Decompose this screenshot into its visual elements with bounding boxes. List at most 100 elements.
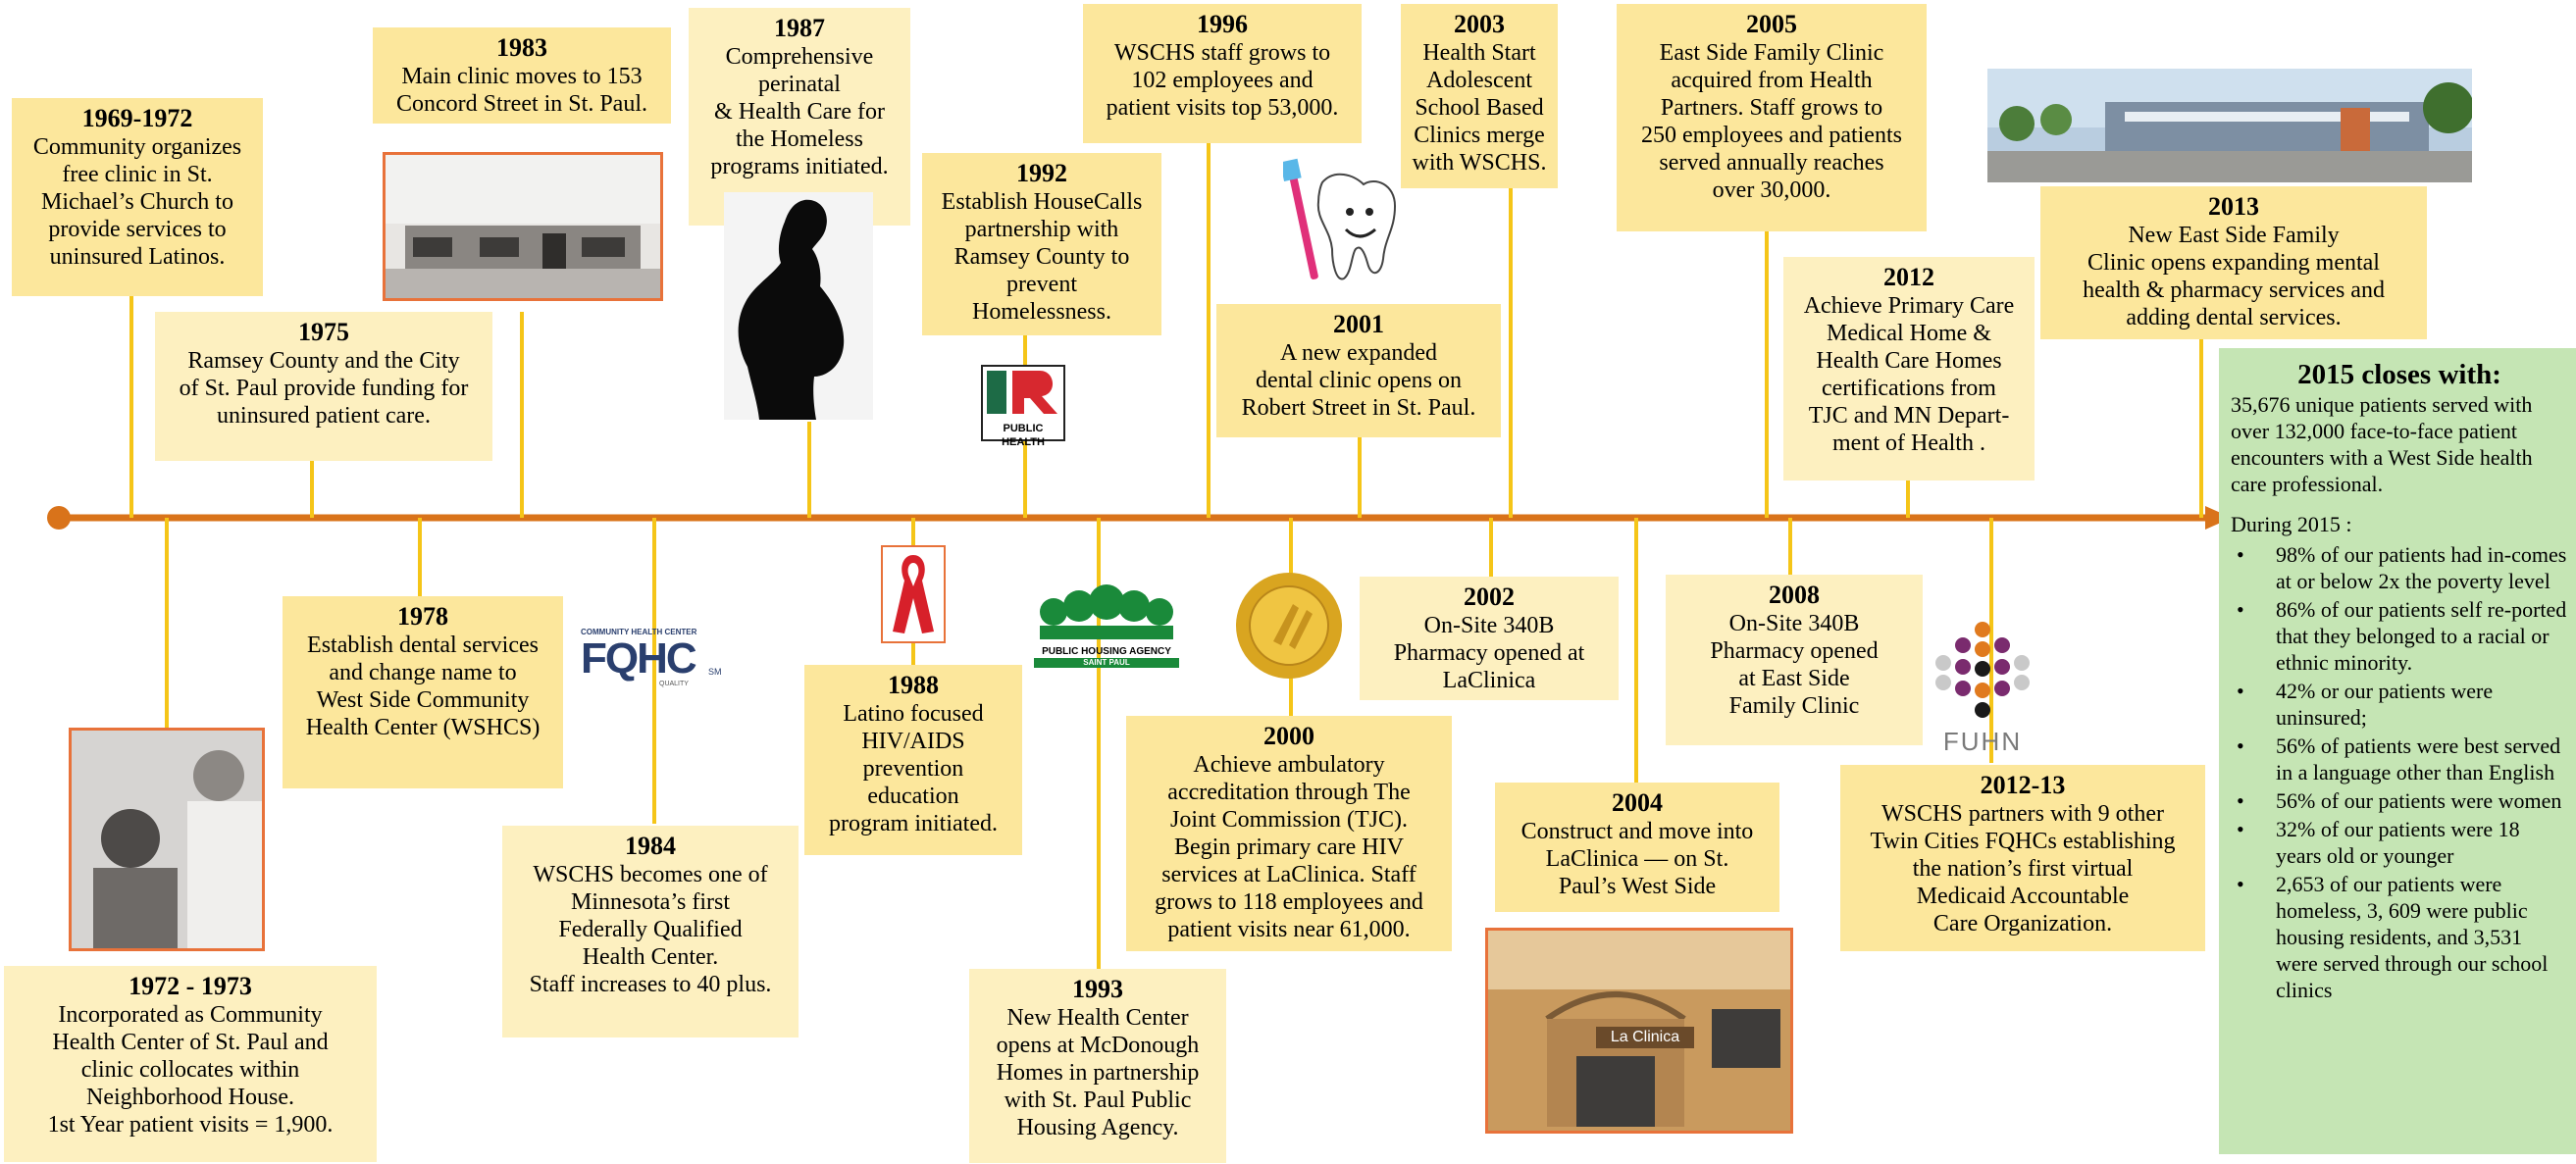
event-2012: 2012 Achieve Primary Care Medical Home &… (1783, 257, 2035, 481)
event-1983: 1983 Main clinic moves to 153 Concord St… (373, 27, 671, 124)
event-text: Community organizes free clinic in St. M… (32, 134, 242, 270)
silhouette-icon (738, 199, 845, 420)
connector-2002 (1489, 518, 1493, 579)
event-text: Achieve ambulatory accreditation through… (1155, 752, 1423, 942)
fqhc-logo: COMMUNITY HEALTH CENTER FQHC SM QUALITY (581, 628, 726, 690)
event-text: On-Site 340B Pharmacy opened at East Sid… (1710, 611, 1879, 719)
connector-1972 (165, 518, 169, 729)
summary-2015-panel: 2015 closes with: 35,676 unique patients… (2219, 348, 2576, 1154)
connector-2004 (1634, 518, 1638, 783)
gold-seal-icon (1236, 573, 1342, 679)
tooth-toothbrush-icon (1279, 158, 1397, 280)
event-year: 1992 (1016, 159, 1067, 187)
event-year: 1975 (298, 318, 349, 346)
connector-2008 (1788, 518, 1792, 579)
event-year: 2012 (1883, 263, 1934, 291)
event-text: Health Start Adolescent School Based Cli… (1412, 40, 1547, 176)
connector-2003 (1509, 186, 1513, 518)
event-text: A new expanded dental clinic opens on Ro… (1241, 340, 1476, 421)
fqhc-top-label: COMMUNITY HEALTH CENTER (581, 628, 697, 636)
connector-2005 (1765, 230, 1769, 518)
housing-agency-label: PUBLIC HOUSING AGENCY (1042, 646, 1171, 657)
event-text: Ramsey County and the City of St. Paul p… (179, 348, 469, 429)
timeline-start-dot (47, 506, 71, 530)
event-year: 1969-1972 (81, 104, 193, 132)
summary-heading: 2015 closes with: (2297, 359, 2501, 390)
event-2000: 2000 Achieve ambulatory accreditation th… (1126, 716, 1452, 951)
event-1992: 1992 Establish HouseCalls partnership wi… (922, 153, 1161, 335)
event-2002: 2002 On-Site 340B Pharmacy opened at LaC… (1360, 577, 1619, 700)
event-text: Establish dental services and change nam… (305, 633, 541, 740)
event-text: Establish HouseCalls partnership with Ra… (941, 189, 1143, 325)
timeline-arrowhead (2205, 506, 2232, 530)
laclinica-sign: La Clinica (1596, 1027, 1694, 1048)
connector-1996 (1207, 142, 1211, 518)
event-year: 1993 (1072, 975, 1123, 1003)
summary-bullet-list: 98% of our patients had in-comes at or b… (2231, 541, 2568, 1003)
event-text: New East Side Family Clinic opens expand… (2083, 223, 2385, 330)
event-year: 2001 (1333, 310, 1384, 338)
event-1984: 1984 WSCHS becomes one of Minnesota’s fi… (502, 826, 799, 1037)
fqhc-letters: FQHC (581, 634, 697, 683)
event-2013: 2013 New East Side Family Clinic opens e… (2040, 186, 2427, 339)
vintage-photo-illustration (72, 731, 262, 948)
event-year: 1978 (397, 602, 448, 631)
event-text: Comprehensive perinatal & Health Care fo… (710, 44, 889, 179)
event-year: 2002 (1464, 582, 1515, 611)
pregnant-woman-silhouette-image (724, 192, 873, 420)
saint-paul-label: SAINT PAUL (1034, 658, 1179, 668)
event-1996: 1996 WSCHS staff grows to 102 employees … (1083, 4, 1362, 143)
connector-1987 (807, 422, 811, 518)
summary-bullet: 98% of our patients had in-comes at or b… (2237, 541, 2568, 594)
public-health-label: PUBLIC HEALTH (1002, 423, 1045, 448)
housing-trees-icon (1040, 584, 1173, 639)
event-year: 2000 (1263, 722, 1314, 750)
summary-bullet: 56% of our patients were women (2237, 787, 2568, 814)
event-year: 1972 - 1973 (129, 972, 252, 1000)
laclinica-building-photo: La Clinica (1485, 928, 1793, 1134)
fqhc-sm-mark: SM (708, 667, 722, 677)
summary-bullet: 32% of our patients were 18 years old or… (2237, 816, 2568, 869)
concord-street-clinic-photo (383, 152, 663, 301)
event-1978: 1978 Establish dental services and chang… (283, 596, 563, 788)
connector-1993 (1097, 518, 1101, 969)
laclinica-building-illustration (1488, 931, 1790, 1131)
event-2004: 2004 Construct and move into LaClinica —… (1495, 783, 1779, 912)
event-text: WSCHS staff grows to 102 employees and p… (1106, 40, 1339, 121)
event-1988: 1988 Latino focused HIV/AIDS prevention … (804, 665, 1022, 855)
event-1993: 1993 New Health Center opens at McDonoug… (969, 969, 1226, 1163)
fuhn-logo: FUHN (1929, 620, 2036, 757)
event-1975: 1975 Ramsey County and the City of St. P… (155, 312, 492, 461)
event-1987: 1987 Comprehensive perinatal & Health Ca… (689, 8, 910, 226)
event-text: East Side Family Clinic acquired from He… (1641, 40, 1902, 203)
connector-2012 (1906, 481, 1910, 518)
event-2012-13: 2012-13 WSCHS partners with 9 other Twin… (1840, 765, 2205, 951)
event-year: 2003 (1454, 10, 1505, 38)
connector-1983 (520, 312, 524, 518)
connector-2013 (2199, 338, 2203, 518)
connector-1984 (652, 518, 656, 824)
event-year: 2008 (1769, 581, 1820, 609)
event-year: 1987 (774, 14, 825, 42)
event-text: Main clinic moves to 153 Concord Street … (396, 64, 647, 117)
event-1969-1972: 1969-1972 Community organizes free clini… (12, 98, 263, 296)
event-2005: 2005 East Side Family Clinic acquired fr… (1617, 4, 1927, 231)
event-2003: 2003 Health Start Adolescent School Base… (1401, 4, 1558, 188)
ramsey-county-icon (987, 371, 1057, 414)
event-text: New Health Center opens at McDonough Hom… (996, 1005, 1200, 1140)
event-text: Latino focused HIV/AIDS prevention educa… (829, 701, 998, 836)
fqhc-quality-label: QUALITY (659, 681, 689, 687)
modern-clinic-illustration (1987, 69, 2472, 182)
event-year: 1984 (625, 832, 676, 860)
event-text: WSCHS becomes one of Minnesota’s first F… (529, 862, 772, 997)
event-text: Construct and move into LaClinica — on S… (1520, 819, 1754, 899)
tooth-mascot-image (1279, 155, 1405, 286)
event-2008: 2008 On-Site 340B Pharmacy opened at Eas… (1666, 575, 1923, 745)
red-ribbon-logo (881, 545, 946, 643)
connector-2012-13 (1989, 518, 1993, 763)
summary-intro: 35,676 unique patients served with over … (2231, 392, 2533, 496)
event-year: 2013 (2208, 192, 2259, 221)
connector-1978 (418, 518, 422, 598)
summary-bullet: 86% of our patients self re-ported that … (2237, 596, 2568, 676)
